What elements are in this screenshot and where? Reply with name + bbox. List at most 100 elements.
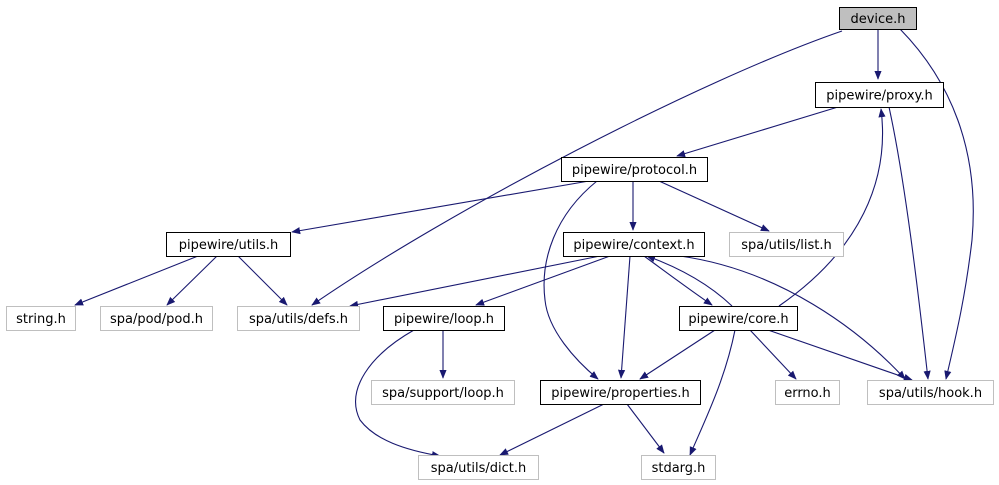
edge-protocol-h-to-properties-h [543, 180, 599, 380]
node-box [839, 7, 917, 30]
edge-protocol-h-to-list-h [658, 180, 770, 232]
edge-core-h-to-properties-h [639, 329, 716, 380]
node-string-h: string.h [6, 306, 76, 331]
node-loop-h[interactable]: pipewire/loop.h [383, 306, 505, 331]
edge-line [349, 255, 601, 308]
edge-line [618, 255, 631, 379]
edge-line [74, 255, 199, 306]
node-errno-h: errno.h [775, 380, 840, 405]
edge-proxy-h-to-protocol-h [676, 106, 839, 158]
edge-line [311, 30, 843, 306]
edge-context-h-to-core-h [643, 255, 713, 306]
node-proxy-h[interactable]: pipewire/proxy.h [815, 82, 944, 108]
edge-line [888, 106, 931, 380]
edge-protocol-h-to-utils-h [291, 180, 590, 235]
edge-context-h-to-defs-h [349, 255, 601, 308]
edge-line [778, 108, 886, 307]
edge-line [689, 329, 736, 456]
node-label: pipewire/context.h [573, 238, 694, 253]
edge-core-h-to-hook-h [767, 329, 913, 381]
node-box [561, 157, 708, 182]
edge-line [291, 180, 590, 235]
node-label: pipewire/core.h [688, 312, 788, 327]
node-label: device.h [850, 12, 905, 27]
node-label: spa/utils/list.h [741, 238, 832, 253]
edge-context-h-to-loop-h [475, 255, 611, 306]
node-box [679, 306, 798, 331]
node-support-loop-h: spa/support/loop.h [371, 380, 515, 405]
node-label: pipewire/loop.h [394, 312, 494, 327]
edge-line [749, 329, 797, 380]
edge-core-h-to-proxy-h [778, 108, 886, 307]
edge-line [475, 255, 611, 306]
node-label: spa/utils/hook.h [879, 386, 982, 401]
node-box [729, 232, 844, 257]
node-list-h: spa/utils/list.h [729, 232, 844, 257]
node-properties-h[interactable]: pipewire/properties.h [540, 380, 701, 405]
edge-properties-h-to-stdarg-h [626, 403, 665, 454]
node-box [641, 455, 716, 480]
node-box [563, 232, 705, 257]
node-box [383, 306, 505, 331]
node-dict-h: spa/utils/dict.h [418, 455, 539, 480]
node-label: string.h [16, 312, 66, 327]
edge-line [639, 329, 716, 380]
node-box [166, 232, 291, 257]
edge-line [166, 255, 218, 306]
edge-line [767, 329, 913, 381]
node-box [100, 306, 213, 331]
nodes-layer: device.h pipewire/proxy.h pipewire/protoco… [6, 7, 994, 480]
edge-device-h-to-hook-h [899, 28, 974, 380]
node-stdarg-h: stdarg.h [641, 455, 716, 480]
node-label: stdarg.h [652, 461, 706, 476]
node-label: pipewire/utils.h [179, 238, 279, 253]
node-label: pipewire/properties.h [551, 386, 690, 401]
edge-loop-h-to-dict-h [355, 329, 441, 459]
edge-core-h-to-stdarg-h [689, 329, 736, 456]
edge-line [646, 255, 733, 307]
node-label: spa/utils/dict.h [431, 461, 527, 476]
node-label: spa/utils/defs.h [249, 312, 348, 327]
edge-utils-h-to-string-h [74, 255, 199, 306]
edge-context-h-to-hook-h [679, 255, 906, 380]
node-box [6, 306, 76, 331]
node-context-h[interactable]: pipewire/context.h [563, 232, 705, 257]
node-utils-h[interactable]: pipewire/utils.h [166, 232, 291, 257]
node-label: pipewire/proxy.h [826, 89, 933, 104]
edge-core-h-to-context-h [646, 255, 733, 307]
node-box [867, 380, 994, 405]
node-defs-h: spa/utils/defs.h [237, 306, 360, 331]
edge-core-h-to-errno-h [749, 329, 797, 380]
node-pod-h: spa/pod/pod.h [100, 306, 213, 331]
edge-line [679, 255, 906, 380]
edge-device-h-to-defs-h [311, 30, 843, 306]
edge-line [658, 180, 770, 232]
node-box [775, 380, 840, 405]
node-box [815, 82, 944, 108]
node-box [237, 306, 360, 331]
edge-proxy-h-to-hook-h [888, 106, 931, 380]
node-label: spa/support/loop.h [382, 386, 504, 401]
node-hook-h: spa/utils/hook.h [867, 380, 994, 405]
edge-utils-h-to-defs-h [237, 255, 288, 306]
edge-line [676, 106, 839, 158]
edge-utils-h-to-pod-h [166, 255, 218, 306]
edge-line [626, 403, 665, 454]
node-box [371, 380, 515, 405]
node-label: errno.h [784, 386, 831, 401]
edges-layer [74, 28, 974, 459]
edge-line [499, 403, 605, 456]
edge-line [899, 28, 974, 380]
node-core-h[interactable]: pipewire/core.h [679, 306, 798, 331]
node-device-h[interactable]: device.h [839, 7, 917, 30]
node-box [540, 380, 701, 405]
node-label: spa/pod/pod.h [110, 312, 203, 327]
node-label: pipewire/protocol.h [572, 163, 697, 178]
edge-line [355, 329, 441, 459]
edge-line [643, 255, 713, 306]
node-box [418, 455, 539, 480]
node-protocol-h[interactable]: pipewire/protocol.h [561, 157, 708, 182]
edge-properties-h-to-dict-h [499, 403, 605, 456]
edge-line [543, 180, 599, 380]
